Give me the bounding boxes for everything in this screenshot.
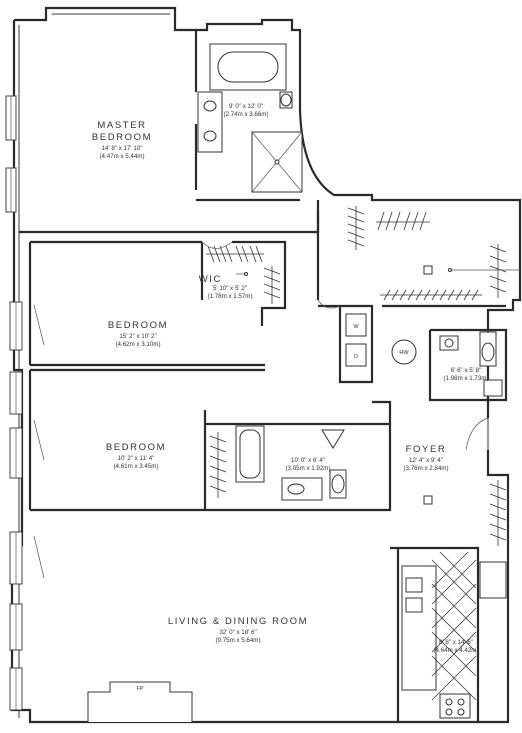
master-bedroom-dim-metric: (4.47m x 5.44m) <box>99 153 144 160</box>
foyer-name: FOYER <box>406 444 447 455</box>
washer-label: W <box>353 324 359 330</box>
wic-dim-metric: (1.78m x 1.57m) <box>207 293 252 300</box>
master-bath-dim-imperial: 9' 0" x 12' 0" <box>229 103 263 110</box>
ceiling-fixtures <box>236 265 520 505</box>
bedroom-2-name: BEDROOM <box>106 442 166 453</box>
kitchen-fixtures <box>401 551 507 719</box>
windows-west <box>5 95 45 711</box>
kitchen-tile-floor <box>431 551 477 701</box>
bath-2-dim-imperial: 10' 0" x 6' 4" <box>291 457 325 464</box>
bedroom-1-name: BEDROOM <box>108 320 168 331</box>
master-bedroom-name-line2: BEDROOM <box>92 132 152 143</box>
bedroom-1-dim-metric: (4.62m x 3.10m) <box>115 341 160 348</box>
foyer-dim-metric: (3.76m x 2.84m) <box>403 465 448 472</box>
fireplace-label: FP <box>136 686 143 692</box>
water-heater-label: HW <box>399 350 409 356</box>
master-bath-dim-metric: (2.74m x 3.66m) <box>223 111 268 118</box>
living-dining-name: LIVING & DINING ROOM <box>168 616 308 627</box>
doors <box>201 241 489 451</box>
interior-walls <box>19 30 508 722</box>
powder-room-dim-metric: (1.98m x 1.73m) <box>443 375 488 382</box>
room-labels: MASTER BEDROOM 14' 8" x 17' 10" (4.47m x… <box>92 103 489 654</box>
dryer-label: D <box>354 354 358 360</box>
living-dining-dim-imperial: 32' 0" x 18' 6" <box>219 629 256 636</box>
living-dining-dim-metric: (9.75m x 5.64m) <box>215 637 260 644</box>
water-heater <box>391 339 417 365</box>
laundry-fixtures: W D HW <box>345 313 503 397</box>
wic-dim-imperial: 5' 10" x 5' 2" <box>213 285 247 292</box>
kitchen-dim-metric: (4.64m x 4.42m) <box>433 647 478 654</box>
master-bedroom-name-line1: MASTER <box>97 120 146 131</box>
bath-2-dim-metric: (3.05m x 1.92m) <box>285 465 330 472</box>
master-bedroom-dim-imperial: 14' 8" x 17' 10" <box>102 145 143 152</box>
kitchen-dim-imperial: 8' 8" x 14' 6" <box>439 639 473 646</box>
bath-2-fixtures <box>235 425 347 501</box>
bedroom-1-dim-imperial: 15' 2" x 10' 2" <box>119 333 156 340</box>
closet-hatching <box>206 206 507 546</box>
powder-room-dim-imperial: 6' 6" x 5' 8" <box>451 367 482 374</box>
dryer <box>345 343 367 367</box>
bedroom-2-dim-metric: (4.61m x 3.45m) <box>113 463 158 470</box>
bedroom-2-dim-imperial: 10' 2" x 11' 4" <box>118 455 155 462</box>
fireplace: FP <box>87 681 193 722</box>
washer <box>345 313 367 337</box>
master-bath <box>197 43 303 193</box>
foyer-dim-imperial: 12' 4" x 9' 4" <box>409 457 443 464</box>
wic-name: WIC <box>199 274 222 285</box>
